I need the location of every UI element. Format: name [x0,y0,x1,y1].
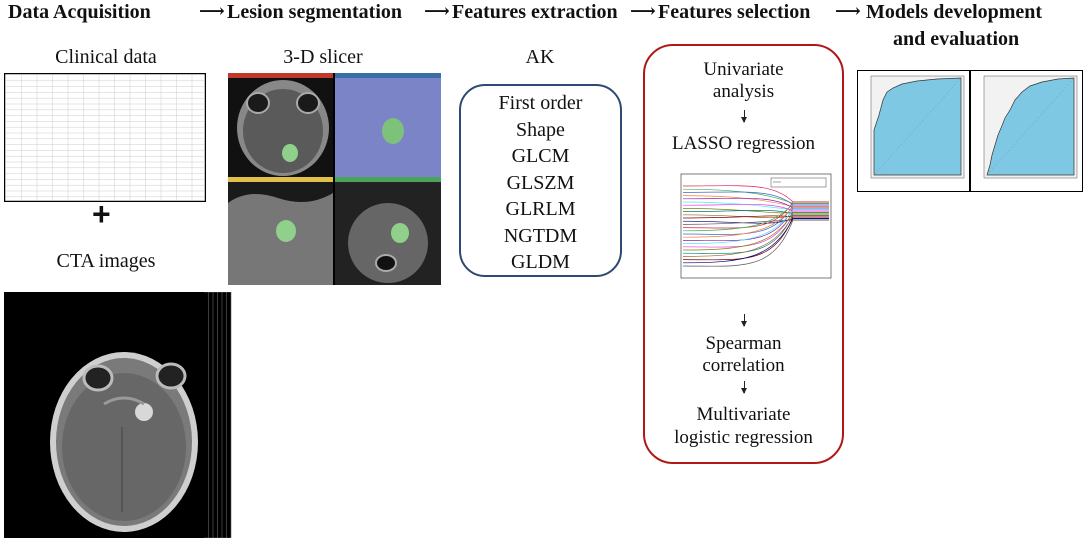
header-lesion-segmentation: Lesion segmentation [227,1,402,23]
ak-feature-item: GLDM [511,251,570,273]
ak-feature-item: GLRLM [505,198,576,220]
header-features-selection: Features selection [658,1,811,23]
ak-feature-item: GLSZM [506,171,575,194]
arrow-right-icon: ⟶ [630,1,656,21]
ak-feature-item: NGTDM [503,224,578,247]
ak-feature-item: GLCM [511,145,570,167]
down-arrow-icon [740,314,747,327]
clinical-data-table [3,72,207,203]
univariate-line1: Univariate [703,59,784,80]
clinical-data-label: Clinical data [55,46,157,68]
roc-plot-left [857,70,970,192]
lesion-mark [282,144,298,162]
down-arrow-icon [740,110,747,123]
arrow-right-icon: ⟶ [424,1,450,21]
univariate-line2: analysis [712,81,775,102]
cta-image-stack [4,291,234,539]
ak-label: AK [525,46,555,68]
header-models-line1: Models development [866,1,1043,23]
header-models-line2: and evaluation [893,28,1020,50]
multivariate-line1: Multivariate [696,404,791,425]
ak-feature-item: Shape [516,118,565,141]
header-data-acquisition: Data Acquisition [8,1,151,23]
ak-feature-item: First order [498,92,583,114]
selection-box: Univariate analysis LASSO regression Spe… [643,44,844,464]
roc-plot-right [970,70,1083,192]
cta-images-label: CTA images [56,250,156,272]
plus-sign: + [92,196,111,232]
lasso-plot [653,168,835,294]
slicer-label: 3-D slicer [283,46,363,68]
lasso-regression-label: LASSO regression [671,133,816,154]
down-arrow-icon [740,381,747,394]
arrow-right-icon: ⟶ [835,1,861,21]
header-features-extraction: Features extraction [452,1,618,23]
spearman-line2: correlation [702,355,785,376]
multivariate-line2: logistic regression [674,427,813,448]
arrow-right-icon: ⟶ [199,1,225,21]
spearman-line1: Spearman [705,333,782,354]
slicer-screenshot [228,73,441,285]
